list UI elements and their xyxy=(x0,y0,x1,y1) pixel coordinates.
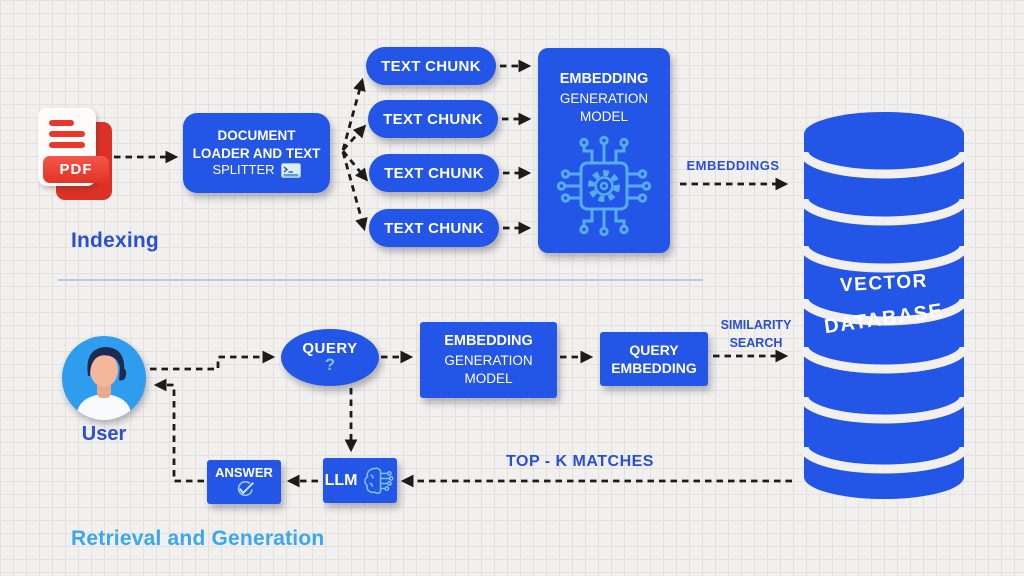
text-chunk-label: TEXT CHUNK xyxy=(384,164,484,182)
pdf-file-icon: PDF xyxy=(38,108,116,206)
ai-chip-gear-icon xyxy=(556,135,652,237)
pdf-banner-label: PDF xyxy=(59,161,93,178)
arrow-user-to-query xyxy=(150,350,276,371)
embed-top-line1: EMBEDDING xyxy=(559,71,649,87)
arrow-answer-to-user xyxy=(153,378,204,483)
pdf-banner: PDF xyxy=(43,156,109,183)
database-cylinder-icon xyxy=(801,112,967,499)
query-embedding-line2: EMBEDDING xyxy=(611,360,697,376)
document-loader-node: DOCUMENT LOADER AND TEXT SPLITTER xyxy=(183,113,330,193)
embedding-model-bottom-node: EMBEDDING GENERATION MODEL xyxy=(420,322,557,398)
answer-node: ANSWER xyxy=(207,460,281,504)
text-chunk-node-3: TEXT CHUNK xyxy=(369,154,499,192)
text-chunk-node-2: TEXT CHUNK xyxy=(368,100,498,138)
terminal-window-icon xyxy=(280,163,301,179)
text-chunk-node-4: TEXT CHUNK xyxy=(369,209,499,247)
similarity-search-edge-label: SIMILARITY SEARCH xyxy=(708,317,804,352)
text-chunk-label: TEXT CHUNK xyxy=(384,219,484,237)
embed-bottom-line1: EMBEDDING xyxy=(444,333,533,349)
llm-label: LLM xyxy=(324,471,358,489)
indexing-section-label: Indexing xyxy=(71,229,159,252)
query-label: QUERY xyxy=(302,339,358,357)
embed-bottom-line3: MODEL xyxy=(464,370,513,386)
loader-line3: SPLITTER xyxy=(212,162,275,178)
loader-line1: DOCUMENT xyxy=(217,128,296,143)
embeddings-edge-label: EMBEDDINGS xyxy=(686,158,780,173)
arrow-fan-chunk4 xyxy=(341,151,368,232)
checkmark-icon xyxy=(237,480,254,496)
query-embedding-node: QUERY EMBEDDING xyxy=(600,332,708,386)
user-label: User xyxy=(81,423,127,445)
embed-top-line3: MODEL xyxy=(579,108,628,124)
query-embedding-line1: QUERY xyxy=(629,341,679,358)
top-k-matches-edge-label: TOP - K MATCHES xyxy=(506,453,654,470)
answer-label: ANSWER xyxy=(215,465,273,481)
arrow-fan-chunk1 xyxy=(341,77,366,151)
arrow-fan-chunk3 xyxy=(341,150,369,182)
text-chunk-label: TEXT CHUNK xyxy=(383,110,483,128)
embed-bottom-line2: GENERATION xyxy=(444,352,533,368)
text-chunk-label: TEXT CHUNK xyxy=(381,57,481,75)
embedding-model-top-node: EMBEDDING GENERATION MODEL xyxy=(538,48,670,253)
retrieval-section-label: Retrieval and Generation xyxy=(71,527,325,550)
arrow-fan-chunk2 xyxy=(341,124,367,151)
question-mark-icon: ? xyxy=(324,355,336,375)
text-chunk-node-1: TEXT CHUNK xyxy=(366,47,496,85)
loader-line2: LOADER AND TEXT xyxy=(192,145,321,161)
embed-top-line2: GENERATION xyxy=(559,90,649,106)
similarity-line1: SIMILARITY xyxy=(720,318,792,332)
brain-circuit-icon xyxy=(364,467,394,494)
section-divider xyxy=(58,279,703,281)
similarity-line2: SEARCH xyxy=(729,335,783,350)
person-avatar-icon xyxy=(62,336,146,420)
query-node: QUERY ? xyxy=(281,329,379,386)
llm-node: LLM xyxy=(323,458,397,503)
